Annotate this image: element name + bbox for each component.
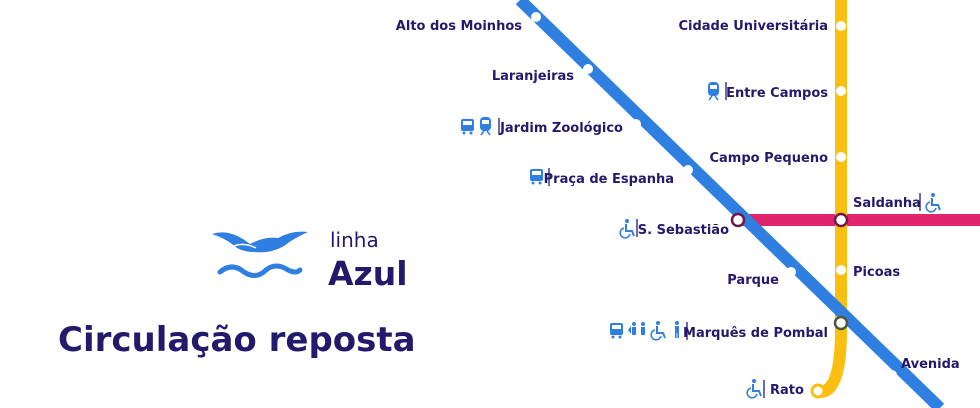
seagull-logo-icon	[212, 231, 308, 278]
label-picoas: Picoas	[853, 265, 900, 280]
label-entre-campos: Entre Campos	[726, 86, 828, 101]
station-dot-campo-pequeno[interactable]	[836, 152, 846, 162]
label-campo-pequeno: Campo Pequeno	[709, 151, 828, 166]
bus-icon	[461, 119, 474, 135]
label-avenida: Avenida	[901, 357, 960, 372]
label-jardim-zoologico: Jardim Zoológico	[499, 121, 623, 136]
station-dot-praca-de-espanha[interactable]	[683, 165, 693, 175]
elevator-icon	[628, 322, 645, 335]
station-dot-parque[interactable]	[786, 267, 796, 277]
train-icon	[708, 82, 719, 101]
wheelchair-icon	[925, 193, 941, 213]
label-marques-de-pombal: Marquês de Pombal	[683, 326, 828, 341]
label-parque: Parque	[727, 273, 779, 288]
label-alto-dos-moinhos: Alto dos Moinhos	[396, 19, 522, 34]
station-dot-s-sebastiao[interactable]	[730, 212, 746, 228]
station-dot-saldanha[interactable]	[833, 212, 849, 228]
label-rato: Rato	[770, 383, 804, 398]
station-dot-avenida[interactable]	[887, 370, 897, 380]
station-dot-alto-dos-moinhos[interactable]	[531, 12, 541, 22]
station-dot-entre-campos[interactable]	[836, 86, 846, 96]
wheelchair-icon	[619, 219, 635, 239]
wheelchair-icon	[746, 379, 762, 399]
brand-line-name: Azul	[328, 254, 408, 293]
station-dot-rato[interactable]	[810, 383, 826, 399]
brand-line-word: linha	[330, 228, 379, 252]
station-dot-jardim-zoologico[interactable]	[631, 119, 641, 129]
toilet-icon	[675, 321, 679, 338]
bus-icon	[530, 169, 543, 185]
label-praca-de-espanha: Praça de Espanha	[544, 172, 674, 187]
bus-icon	[610, 323, 623, 339]
label-cidade-universitaria: Cidade Universitária	[678, 19, 828, 34]
label-s-sebastiao: S. Sebastião	[638, 223, 729, 238]
station-dot-cidade-universitaria[interactable]	[836, 21, 846, 31]
wheelchair-icon	[650, 321, 666, 341]
label-laranjeiras: Laranjeiras	[492, 69, 574, 84]
label-saldanha: Saldanha	[853, 196, 921, 211]
station-dot-picoas[interactable]	[836, 265, 846, 275]
station-dot-marques-de-pombal[interactable]	[833, 315, 849, 331]
train-icon	[480, 117, 491, 136]
headline: Circulação reposta	[58, 320, 416, 360]
station-dot-laranjeiras[interactable]	[583, 64, 593, 74]
